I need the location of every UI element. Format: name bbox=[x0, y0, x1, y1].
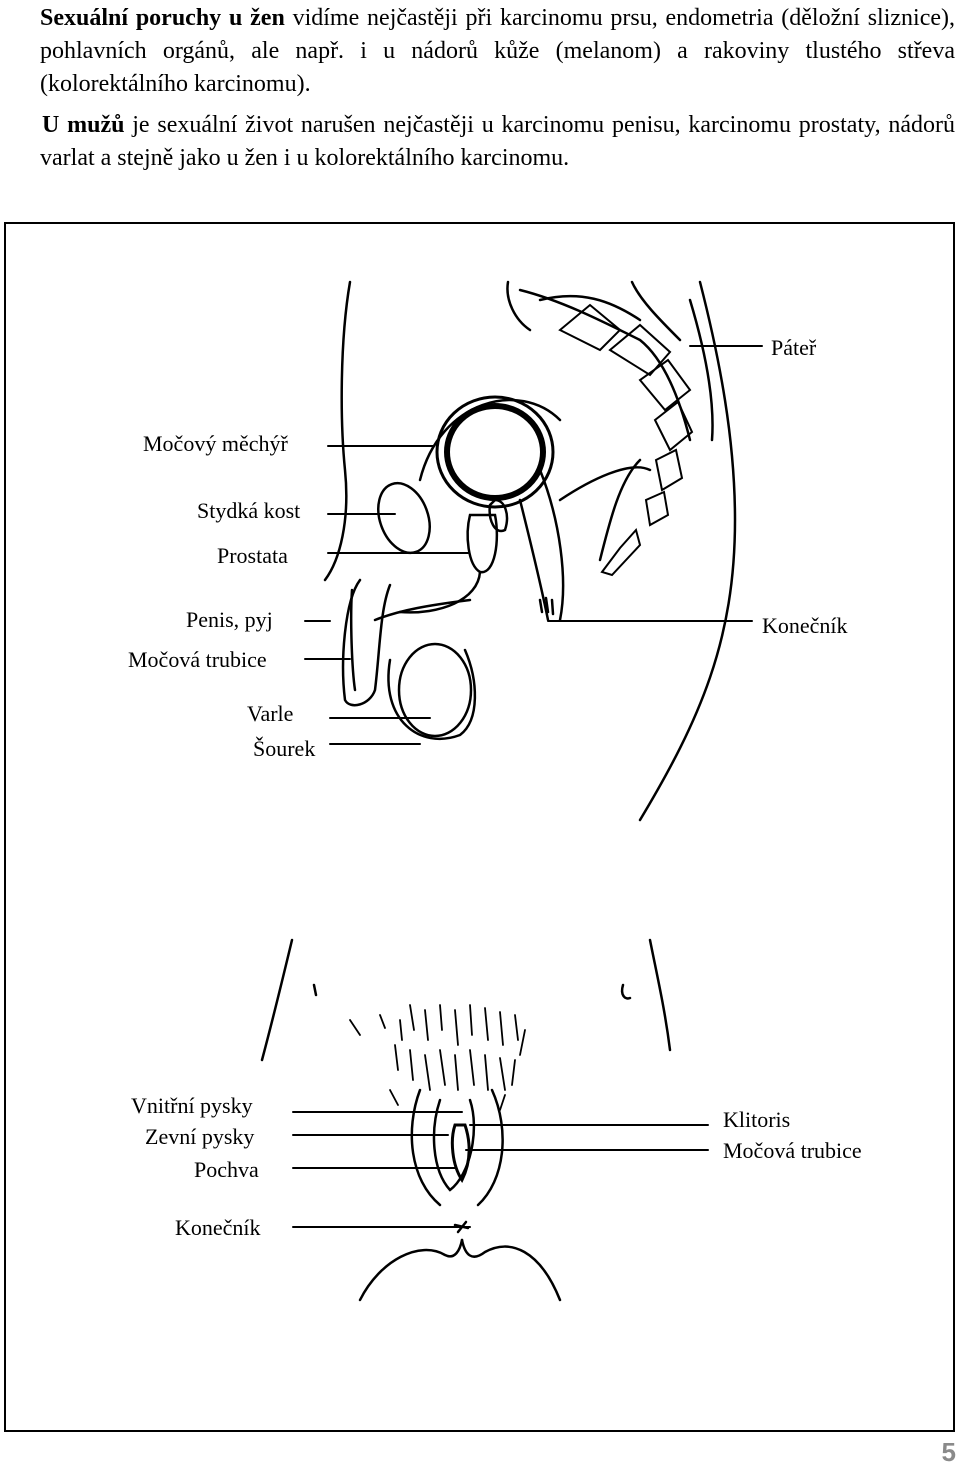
label-female-urethra: Močová trubice bbox=[723, 1138, 862, 1163]
label-pubic-bone: Stydká kost bbox=[197, 498, 301, 523]
label-clitoris: Klitoris bbox=[723, 1107, 791, 1132]
label-female-anus: Konečník bbox=[175, 1215, 261, 1240]
female-external-drawing bbox=[260, 938, 672, 1302]
paragraph-men-lead: U mužů bbox=[42, 112, 125, 138]
label-testis: Varle bbox=[247, 701, 294, 726]
label-scrotum: Šourek bbox=[253, 736, 316, 761]
label-male-urethra: Močová trubice bbox=[128, 647, 267, 672]
label-spine: Páteř bbox=[771, 335, 817, 360]
page-number: 5 bbox=[941, 1437, 956, 1467]
label-bladder: Močový měchýř bbox=[143, 431, 288, 456]
label-labia-minora: Vnitřní pysky bbox=[131, 1093, 253, 1118]
paragraph-women: Sexuální poruchy u žen vidíme nejčastěji… bbox=[40, 2, 955, 101]
male-leader-lines bbox=[304, 345, 763, 745]
paragraph-men-body: je sexuální život narušen nejčastěji u k… bbox=[40, 112, 955, 171]
paragraph-women-body: vidíme nejčastěji při karcinomu prsu, en… bbox=[40, 5, 955, 97]
label-prostate: Prostata bbox=[217, 543, 288, 568]
male-sagittal-drawing bbox=[323, 280, 737, 822]
paragraph-women-lead: Sexuální poruchy u žen bbox=[40, 5, 285, 31]
paragraph-men: U mužů je sexuální život narušen nejčast… bbox=[40, 109, 955, 175]
label-male-rectum: Konečník bbox=[762, 613, 848, 638]
female-leader-lines bbox=[292, 1111, 709, 1228]
label-labia-majora: Zevní pysky bbox=[145, 1124, 255, 1149]
label-vagina: Pochva bbox=[194, 1157, 259, 1182]
label-penis: Penis, pyj bbox=[186, 607, 273, 632]
illustration-frame bbox=[4, 222, 955, 1432]
